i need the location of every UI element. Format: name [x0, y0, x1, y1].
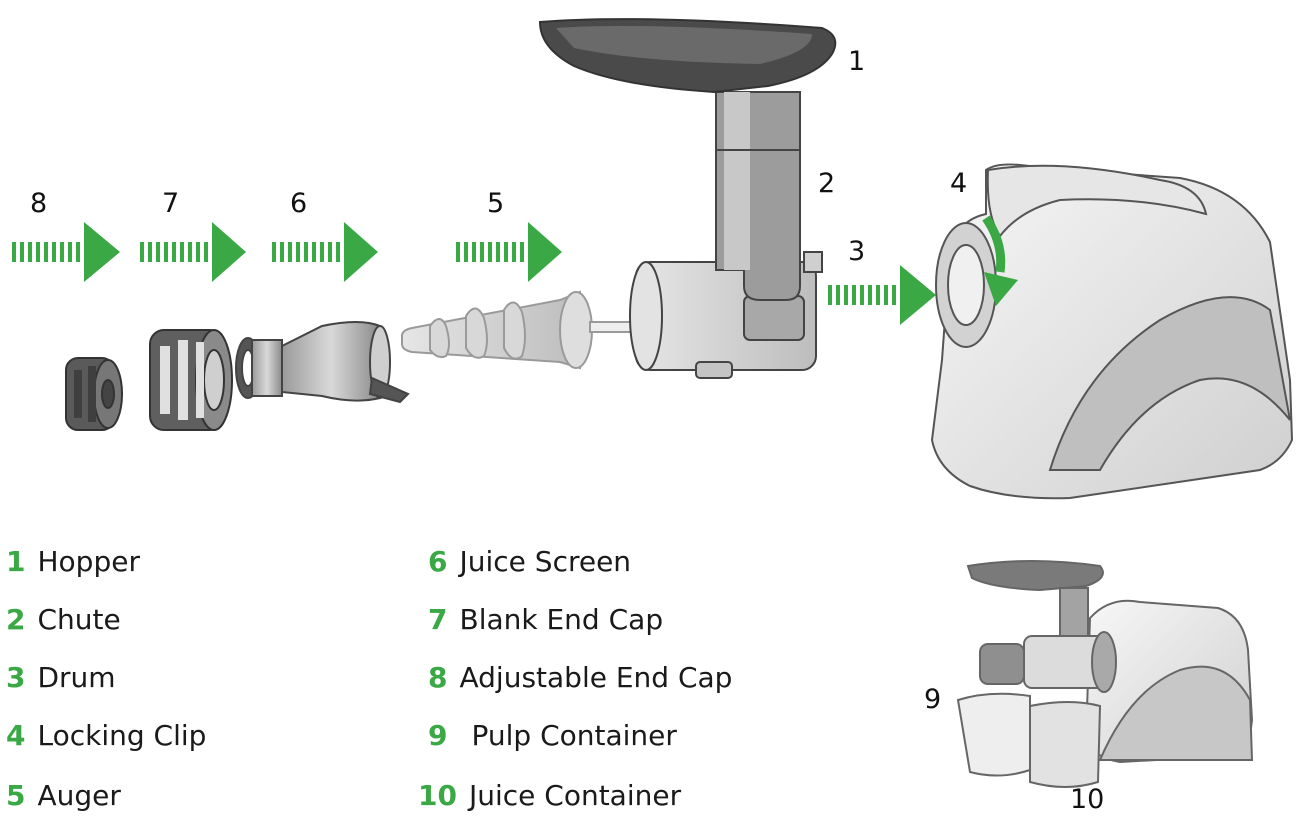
legend-label: Auger	[37, 779, 121, 812]
legend-item-chute: 2 Chute	[6, 606, 121, 634]
hopper-illustration	[538, 18, 837, 94]
auger-illustration	[401, 290, 635, 370]
callout-10: 10	[1070, 784, 1105, 815]
legend-label: Locking Clip	[37, 719, 207, 752]
legend-item-pulp-container: 9 Pulp Container	[428, 722, 677, 750]
callout-1: 1	[848, 46, 866, 77]
legend-label: Hopper	[37, 545, 140, 578]
callout-7: 7	[162, 188, 180, 219]
legend-label: Drum	[37, 661, 116, 694]
juice-screen-illustration	[235, 321, 410, 404]
legend-label: Blank End Cap	[459, 603, 664, 636]
legend-number: 6	[428, 545, 448, 578]
legend-number: 10	[418, 779, 457, 812]
arrow-8-icon	[12, 222, 120, 282]
chute-illustration	[715, 91, 801, 301]
legend-number: 8	[428, 661, 448, 694]
legend-item-drum: 3 Drum	[6, 664, 116, 692]
legend-number: 2	[6, 603, 26, 636]
callout-6: 6	[290, 188, 308, 219]
legend-item-juice-screen: 6 Juice Screen	[428, 548, 631, 576]
callout-2: 2	[818, 168, 836, 199]
callout-3: 3	[848, 236, 866, 267]
legend-number: 7	[428, 603, 448, 636]
callout-8: 8	[30, 188, 48, 219]
legend-number: 3	[6, 661, 26, 694]
legend-label: Juice Container	[468, 779, 682, 812]
legend-item-hopper: 1 Hopper	[6, 548, 140, 576]
legend-item-locking-clip: 4 Locking Clip	[6, 722, 206, 750]
locking-clip-arrow-icon	[982, 215, 1018, 306]
callout-9: 9	[924, 684, 942, 715]
legend-item-auger: 5 Auger	[6, 782, 121, 810]
legend-item-adjustable-end-cap: 8 Adjustable End Cap	[428, 664, 732, 692]
legend-number: 5	[6, 779, 26, 812]
legend-label: Juice Screen	[459, 545, 632, 578]
arrow-3-icon	[828, 265, 936, 325]
legend-item-blank-end-cap: 7 Blank End Cap	[428, 606, 663, 634]
legend-number: 9	[428, 719, 448, 752]
arrow-5-icon	[456, 222, 562, 282]
legend-number: 4	[6, 719, 26, 752]
arrow-7-icon	[140, 222, 246, 282]
legend-number: 1	[6, 545, 26, 578]
legend-label: Adjustable End Cap	[459, 661, 733, 694]
callout-5: 5	[487, 188, 505, 219]
assembled-juicer-illustration	[956, 560, 1254, 788]
arrow-6-icon	[272, 222, 378, 282]
blank-end-cap-illustration	[149, 329, 233, 431]
legend-item-juice-container: 10 Juice Container	[418, 782, 681, 810]
callout-4: 4	[950, 168, 968, 199]
legend-label: Chute	[37, 603, 121, 636]
adjustable-end-cap-illustration	[65, 357, 123, 431]
legend-label: Pulp Container	[471, 719, 677, 752]
